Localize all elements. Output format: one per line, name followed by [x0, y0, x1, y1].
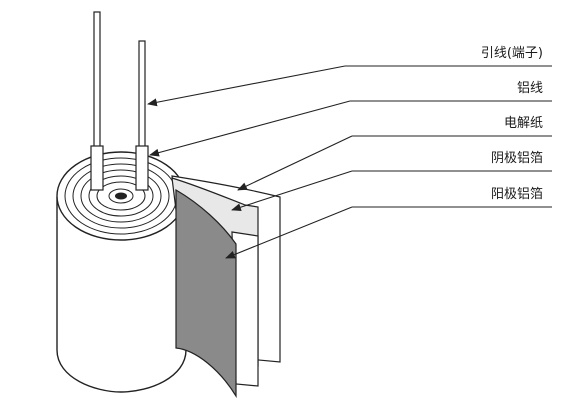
- capacitor-roll: [56, 151, 187, 393]
- label-aluminum-wire: 铝线: [516, 81, 543, 96]
- lead-wires: [90, 11, 149, 191]
- unrolled-layers: [171, 175, 281, 399]
- label-lead-terminal: 引线(端子): [480, 46, 543, 61]
- label-cathode-foil: 阴极铝箔: [490, 151, 543, 166]
- leader-lines: [147, 65, 552, 259]
- label-electrolytic-paper: 电解纸: [503, 116, 543, 131]
- label-anode-foil: 阳极铝箔: [490, 187, 543, 202]
